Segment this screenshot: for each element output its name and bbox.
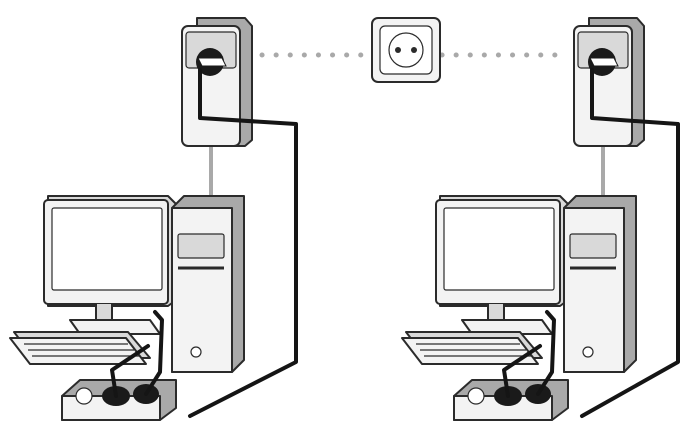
power-cable (502, 344, 542, 398)
keyboard-icon (9, 331, 151, 365)
pc-tower-icon (563, 195, 637, 373)
powerline-adapter-icon (573, 17, 645, 147)
right-setup (401, 17, 680, 421)
power-strip-icon (61, 379, 177, 421)
pc-tower-icon (171, 195, 245, 373)
wall-socket-icon (371, 17, 441, 83)
desktop-computer-icon (435, 195, 569, 335)
power-cable (536, 310, 556, 396)
keyboard-icon (401, 331, 543, 365)
power-cable (110, 344, 150, 398)
power-cable (144, 310, 164, 396)
desktop-computer-icon (43, 195, 177, 335)
network-cable-icon (580, 68, 680, 418)
power-strip-icon (453, 379, 569, 421)
powerline-adapter-icon (181, 17, 253, 147)
network-cable-icon (188, 68, 298, 418)
left-setup (9, 17, 298, 421)
